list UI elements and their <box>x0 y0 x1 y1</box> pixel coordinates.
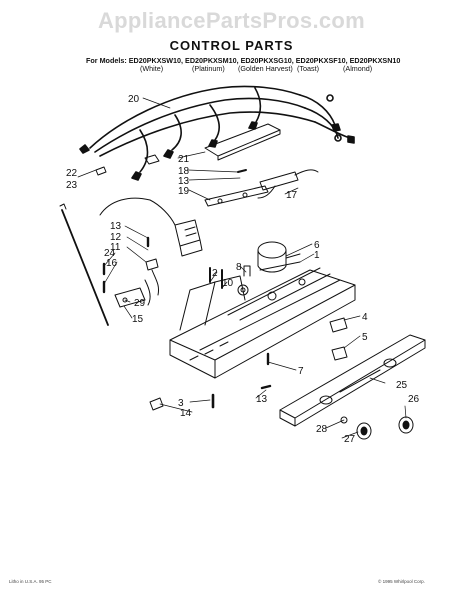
callout-23: 23 <box>66 180 78 191</box>
variant-almond: (Almond) <box>343 64 373 73</box>
callout-5: 5 <box>362 332 368 343</box>
callout-22: 22 <box>66 168 78 179</box>
page-title: CONTROL PARTS <box>169 38 294 53</box>
callout-29: 29 <box>134 298 146 309</box>
callout-11: 11 <box>110 242 121 253</box>
callout-13: 13 <box>110 221 122 232</box>
variant-golden-harvest: (Golden Harvest) <box>238 64 293 73</box>
callout-13: 13 <box>256 394 268 405</box>
variant-white: (White) <box>140 64 164 73</box>
footer-litho: Litho in U.S.A. 95 PC <box>9 579 52 584</box>
variant-toast: (Toast) <box>297 64 319 73</box>
wiring-harness <box>79 85 355 181</box>
callout-15: 15 <box>132 314 144 325</box>
console-panel <box>279 334 426 427</box>
callout-27: 27 <box>344 434 356 445</box>
callout-24: 24 <box>104 248 116 259</box>
callout-14: 14 <box>180 408 192 419</box>
callout-21: 21 <box>178 154 190 165</box>
callout-8: 8 <box>236 262 242 273</box>
callout-17: 17 <box>286 190 298 201</box>
callout-28: 28 <box>316 424 328 435</box>
control-housing <box>169 267 356 379</box>
bracket <box>204 185 269 207</box>
watermark: AppliancePartsPros.com <box>97 8 366 33</box>
callout-25: 25 <box>396 380 408 391</box>
callout-6: 6 <box>314 240 320 251</box>
switch-assembly <box>99 197 203 257</box>
callout-1: 1 <box>314 250 320 261</box>
callout-2: 2 <box>212 268 218 279</box>
callout-20: 20 <box>128 94 140 105</box>
footer-copyright: © 1995 Whirlpool Corp. <box>378 579 425 584</box>
callout-26: 26 <box>408 394 420 405</box>
callout-16: 16 <box>106 258 118 269</box>
cover-plate <box>144 123 281 165</box>
callout-4: 4 <box>362 312 368 323</box>
callout-18: 18 <box>178 166 190 177</box>
model-list: For Models: ED20PKXSW10, ED20PKXSM10, ED… <box>86 56 401 65</box>
thermostat <box>257 241 301 273</box>
control-knob <box>340 416 414 440</box>
sensor-tube <box>257 169 319 199</box>
callout-13: 13 <box>178 176 190 187</box>
callout-3: 3 <box>178 398 184 409</box>
callout-12: 12 <box>110 232 122 243</box>
callout-10: 10 <box>222 278 234 289</box>
variant-platinum: (Platinum) <box>192 64 225 73</box>
callout-7: 7 <box>298 366 304 377</box>
callout-19: 19 <box>178 186 190 197</box>
